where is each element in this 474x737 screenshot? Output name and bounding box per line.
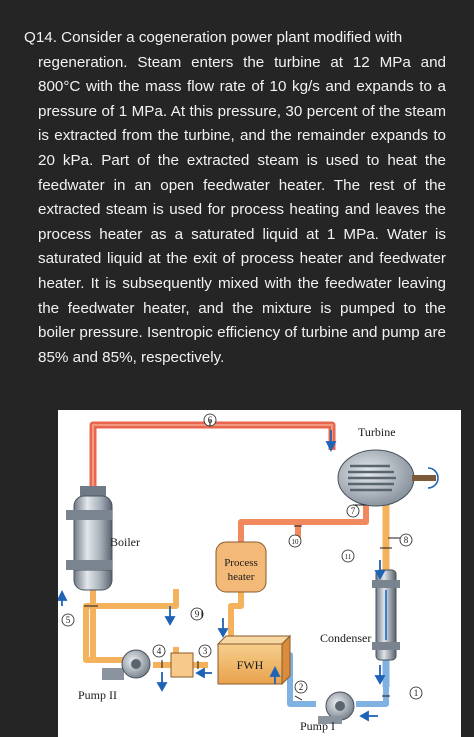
question-line-9: used for process heating and leaves the …: [38, 201, 446, 243]
mixing-chamber: [170, 652, 194, 678]
question-line-11: at the exit of process heater and feedwa…: [38, 250, 446, 292]
question-line-14: boiler pressure. Isentropic efficiency o…: [38, 324, 378, 342]
state-2: 2: [299, 682, 304, 692]
question-line-3: 800°C with the mass flow rate of 10 kg/s…: [38, 78, 414, 96]
question-line-10: as a saturated liquid at 1 MPa. Water is…: [38, 225, 446, 268]
boiler-label: Boiler: [110, 535, 140, 549]
state-7: 7: [351, 506, 356, 516]
turbine-label: Turbine: [358, 425, 396, 439]
process-heater-label-2: heater: [228, 571, 255, 583]
condenser: Condenser: [320, 569, 400, 661]
state-markers: [61, 413, 423, 700]
state-9: 9: [195, 609, 200, 619]
pump2-outlet-pipe: [90, 590, 118, 663]
question-line-7: steam is used to heat the feedwater in a…: [38, 151, 446, 194]
question-line-4: to a pressure of 1 MPa. At this pressure…: [38, 78, 446, 120]
question-text: Q14. Consider a cogeneration power plant…: [24, 26, 447, 370]
state-ticks: [84, 420, 400, 701]
pump-1-label: Pump I: [300, 719, 335, 733]
state-11: 11: [345, 553, 352, 561]
superheated-pipe: [89, 421, 336, 490]
condenser-label: Condenser: [320, 631, 371, 645]
question-line-1-text: Consider a cogeneration power plant modi…: [61, 29, 403, 46]
question-line-15: pump are 85% and 85%, respectively.: [38, 324, 446, 366]
question-line-6: remainder expands to 20 kPa. Part of the…: [38, 127, 446, 169]
diagram-svg: Boiler Turbine Process heater FWH Conden…: [58, 413, 439, 733]
process-heater-label-1: Process: [224, 557, 258, 569]
question-line-2: regeneration. Steam enters the turbine a…: [38, 53, 446, 71]
question-line-1: Q14. Consider a cogeneration power plant…: [24, 26, 446, 51]
fwh-label: FWH: [237, 658, 264, 672]
extraction-pipe: [238, 505, 369, 545]
question-line-5: the steam is extracted from the turbine,…: [38, 102, 446, 145]
pump-2: Pump II: [78, 649, 151, 702]
state-5: 5: [66, 615, 71, 625]
question-line-12: is subsequently mixed with the feedwater…: [38, 274, 446, 317]
state-numbers: 6 7 10 11 8 9 5 4 3 2 1: [66, 415, 419, 698]
pump-1: Pump I: [300, 691, 355, 733]
question-line-8: feedwater heater. The rest of the extrac…: [38, 176, 447, 219]
state-10: 10: [292, 538, 300, 546]
cogeneration-diagram: Boiler Turbine Process heater FWH Conden…: [58, 410, 461, 737]
boiler: Boiler: [66, 486, 140, 591]
feedwater-heater: FWH: [216, 634, 292, 686]
state-4: 4: [157, 646, 162, 656]
flow-arrows: [58, 430, 386, 722]
turbine: Turbine: [337, 425, 439, 507]
state-1: 1: [414, 688, 419, 698]
state-3: 3: [203, 646, 208, 656]
process-heater: Process heater: [215, 541, 267, 593]
pump-2-label: Pump II: [78, 688, 117, 702]
state-8: 8: [404, 535, 409, 545]
question-line-13: feedwater heater, and the mixture is pum…: [67, 299, 446, 317]
question-number: Q14.: [24, 29, 57, 46]
